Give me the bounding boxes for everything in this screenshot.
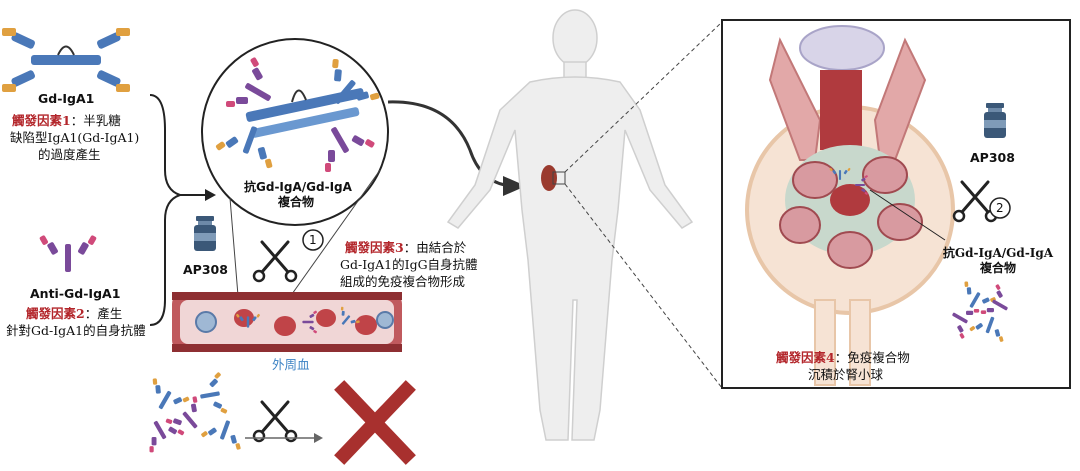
scissors-icon bbox=[252, 400, 298, 443]
trigger4-line2: 沉積於腎小球 bbox=[808, 367, 884, 382]
complex-label-left: 抗Gd-IgA/Gd-IgA 複合物 bbox=[244, 180, 352, 209]
blood-vessel bbox=[172, 292, 402, 352]
scissor-step-2: 2 bbox=[996, 201, 1004, 215]
ap308-label-left: AP308 bbox=[183, 262, 228, 277]
trigger3-text: 觸發因素3：由結合於 bbox=[345, 240, 467, 255]
kidney-icon bbox=[541, 165, 557, 191]
trigger3-tag: 觸發因素3 bbox=[345, 240, 404, 255]
anti-gd-iga1-antibody-icon bbox=[39, 234, 97, 272]
trigger1-line2: 缺陷型IgA1(Gd-IgA1) bbox=[10, 130, 140, 145]
glomerulus-illustration bbox=[745, 25, 955, 386]
trigger4-text: 觸發因素4：免疫複合物 bbox=[776, 350, 910, 365]
trigger1-tag: 觸發因素1 bbox=[12, 113, 71, 128]
trigger2-line2: 針對Gd-IgA1的自身抗體 bbox=[6, 323, 146, 338]
human-body-silhouette bbox=[446, 9, 694, 441]
trigger3-line2: Gd-IgA1的IgG自身抗體 bbox=[340, 257, 478, 272]
scissors-icon bbox=[252, 240, 298, 283]
gd-iga1-antibody-icon bbox=[2, 28, 130, 92]
trigger3-line3: 組成的免疫複合物形成 bbox=[340, 274, 466, 289]
trigger1-line3: 的過度產生 bbox=[38, 147, 101, 162]
cross-mark-icon bbox=[334, 380, 416, 465]
trigger1-text: 觸發因素1：半乳糖 bbox=[12, 113, 121, 128]
immune-complex-icon bbox=[214, 55, 383, 175]
complex-label-right: 抗Gd-IgA/Gd-IgA 複合物 bbox=[942, 246, 1054, 275]
gd-iga1-label: Gd-IgA1 bbox=[38, 91, 95, 106]
drug-vial-icon bbox=[194, 216, 216, 251]
scissor-step-1: 1 bbox=[309, 233, 317, 247]
ap308-label-right: AP308 bbox=[970, 150, 1015, 165]
peripheral-blood-label: 外周血 bbox=[272, 357, 310, 372]
trigger2-tag: 觸發因素2 bbox=[26, 306, 85, 321]
trigger2-text: 觸發因素2：產生 bbox=[26, 306, 123, 321]
bottom-complex-icon bbox=[137, 371, 249, 455]
merge-bracket bbox=[149, 94, 184, 326]
trigger4-tag: 觸發因素4 bbox=[776, 350, 835, 365]
anti-gd-iga1-label: Anti-Gd-IgA1 bbox=[30, 286, 121, 301]
